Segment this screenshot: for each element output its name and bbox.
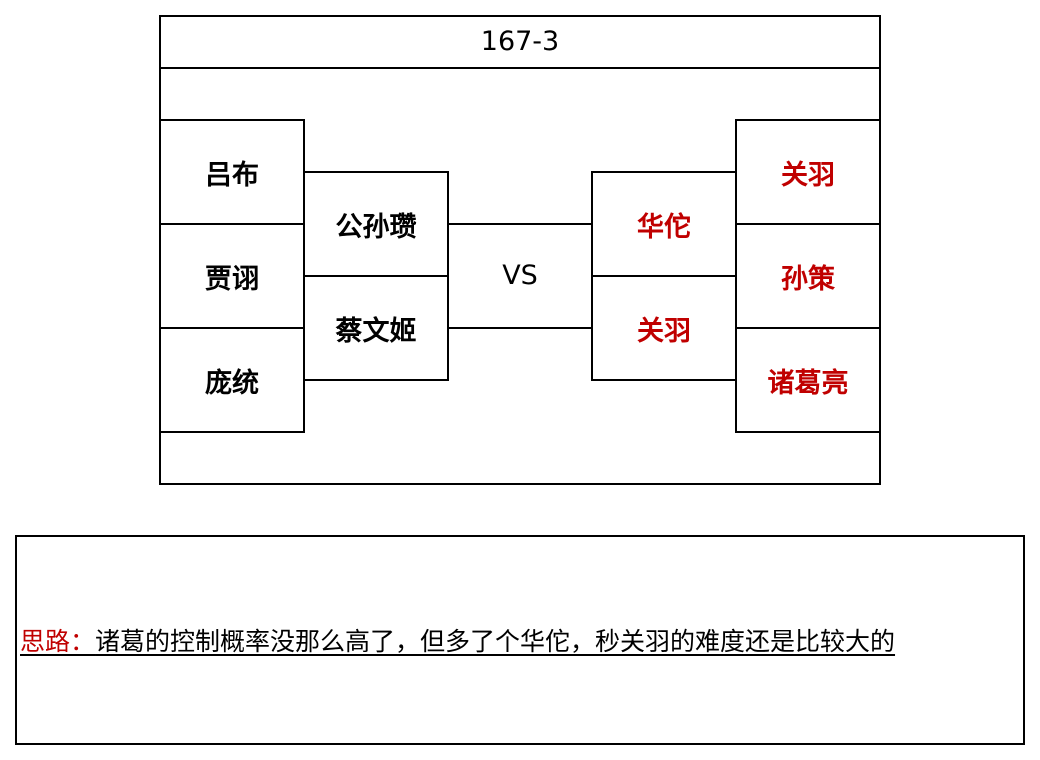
right-outer-2: 孙策 bbox=[735, 223, 881, 329]
right-outer-3: 诸葛亮 bbox=[735, 327, 881, 433]
note-body: 诸葛的控制概率没那么高了，但多了个华佗，秒关羽的难度还是比较大的 bbox=[95, 627, 896, 656]
right-inner-1: 华佗 bbox=[591, 171, 737, 277]
vs-label: VS bbox=[502, 259, 538, 291]
left-outer-1: 吕布 bbox=[159, 119, 305, 225]
diagram-title: 167-3 bbox=[159, 15, 881, 69]
left-inner-1: 公孙瓒 bbox=[303, 171, 449, 277]
note-box bbox=[15, 535, 1025, 745]
connector-top bbox=[447, 223, 593, 225]
connector-bottom bbox=[447, 327, 593, 329]
note-text: 思路：诸葛的控制概率没那么高了，但多了个华佗，秒关羽的难度还是比较大的 bbox=[20, 622, 895, 658]
left-outer-3: 庞统 bbox=[159, 327, 305, 433]
right-inner-2: 关羽 bbox=[591, 275, 737, 381]
right-outer-1: 关羽 bbox=[735, 119, 881, 225]
left-outer-2: 贾诩 bbox=[159, 223, 305, 329]
note-label: 思路： bbox=[20, 627, 96, 656]
left-inner-2: 蔡文姬 bbox=[303, 275, 449, 381]
